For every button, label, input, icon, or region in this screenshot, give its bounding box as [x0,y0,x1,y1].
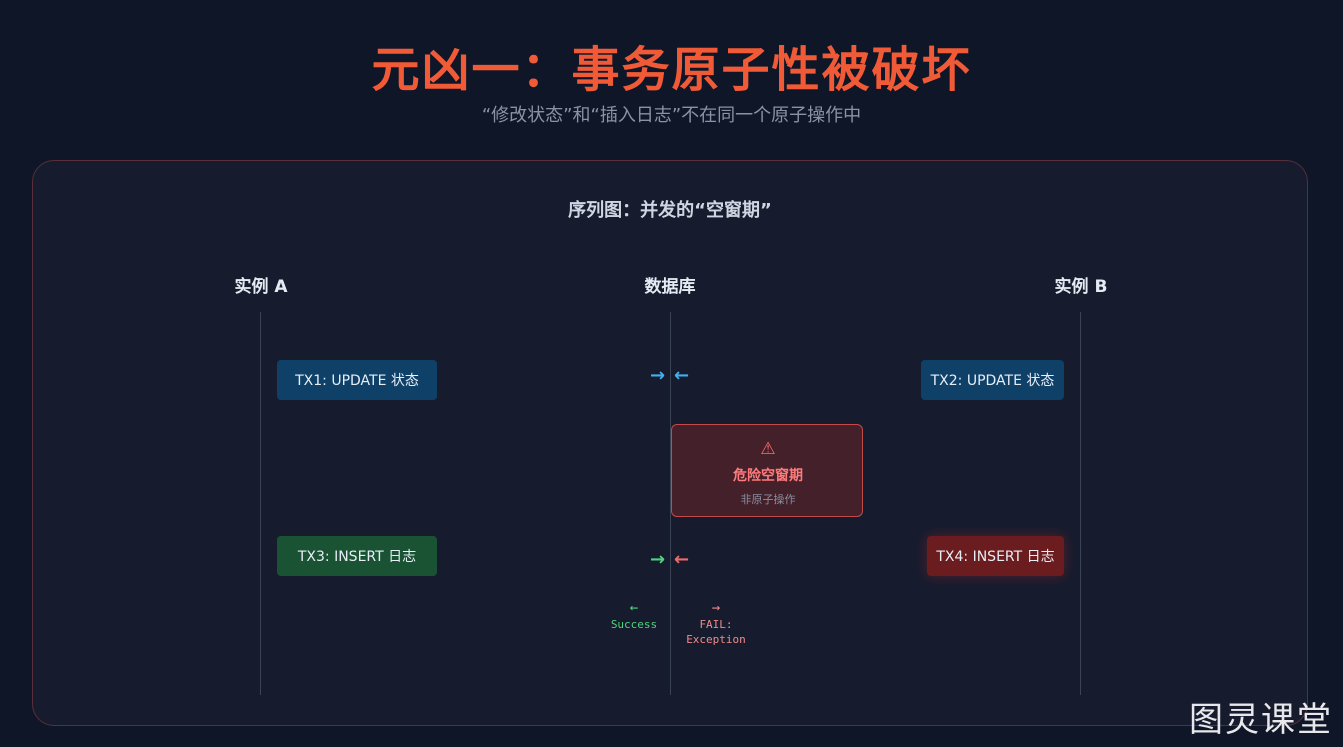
message-tx4-insert: TX4: INSERT 日志 [927,536,1064,576]
participant-instance-a: 实例 A [234,277,288,297]
danger-window-title: 危险空窗期 [733,468,803,484]
diagram-title: 序列图：并发的“空窗期” [568,200,772,221]
arrow-left-icon: ← [629,600,639,616]
result-success-label: Success [610,618,658,631]
arrow-right-icon: → [650,549,666,570]
participant-database: 数据库 [644,277,696,297]
lifeline-instance-a [260,312,261,695]
arrow-right-icon: → [711,600,721,616]
result-fail-detail: Exception [686,633,746,646]
lifeline-instance-b [1080,312,1081,695]
danger-window-subtitle: 非原子操作 [740,493,796,506]
arrow-right-icon: → [650,365,666,386]
message-tx2-update: TX2: UPDATE 状态 [921,360,1064,400]
message-tx1-update: TX1: UPDATE 状态 [277,360,437,400]
page-subtitle: “修改状态”和“插入日志”不在同一个原子操作中 [481,105,862,126]
watermark-logo: 图灵课堂 [1189,700,1333,740]
result-fail-label: FAIL: [699,618,733,631]
result-fail: → FAIL: Exception [671,599,761,647]
result-success: ← Success [589,599,679,632]
message-tx3-insert: TX3: INSERT 日志 [277,536,437,576]
warning-triangle-icon: ⚠ [760,439,776,459]
page-title: 元凶一：事务原子性被破坏 [371,42,972,98]
danger-window-box: ⚠ 危险空窗期 非原子操作 [671,424,863,517]
arrow-left-icon: ← [674,365,690,386]
lifeline-database [670,312,671,695]
participant-instance-b: 实例 B [1054,277,1108,297]
arrow-left-icon: ← [674,549,690,570]
